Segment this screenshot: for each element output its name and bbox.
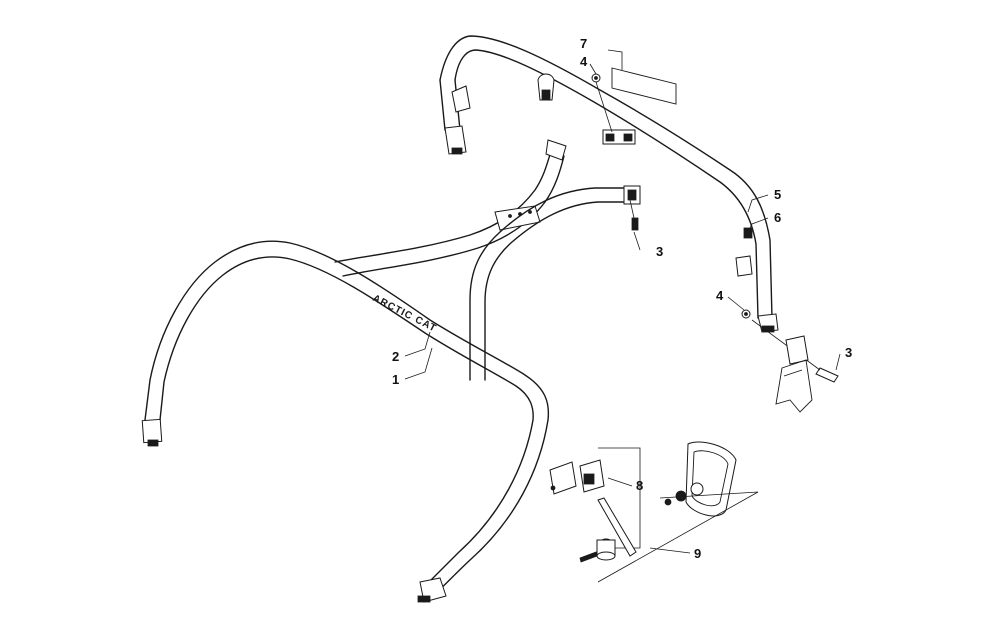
callout-4-upper: 4	[580, 54, 588, 69]
callout-4-lower: 4	[716, 288, 724, 303]
front-roll-bar: ARCTIC CAT	[141, 240, 550, 603]
decal-plate	[607, 49, 677, 105]
lower-mount	[775, 335, 813, 413]
callout-3-lower: 3	[845, 345, 852, 360]
callout-5: 5	[774, 187, 781, 202]
hardware	[591, 73, 839, 383]
callout-labels: 1 2 3 3 4 4 5 6 7 8 9	[392, 36, 852, 561]
arctic-cat-logo: ARCTIC CAT	[371, 293, 439, 335]
callout-6: 6	[774, 210, 781, 225]
callout-8: 8	[636, 478, 643, 493]
upper-rear-bar	[439, 35, 779, 333]
callout-3-upper: 3	[656, 244, 663, 259]
mirror-assembly	[549, 441, 759, 583]
leader-lines	[404, 63, 841, 554]
rear-upright-tube	[469, 185, 641, 381]
callout-2: 2	[392, 349, 399, 364]
callout-1: 1	[392, 372, 399, 387]
callout-9: 9	[694, 546, 701, 561]
center-brace	[334, 139, 567, 277]
callout-7: 7	[580, 36, 587, 51]
